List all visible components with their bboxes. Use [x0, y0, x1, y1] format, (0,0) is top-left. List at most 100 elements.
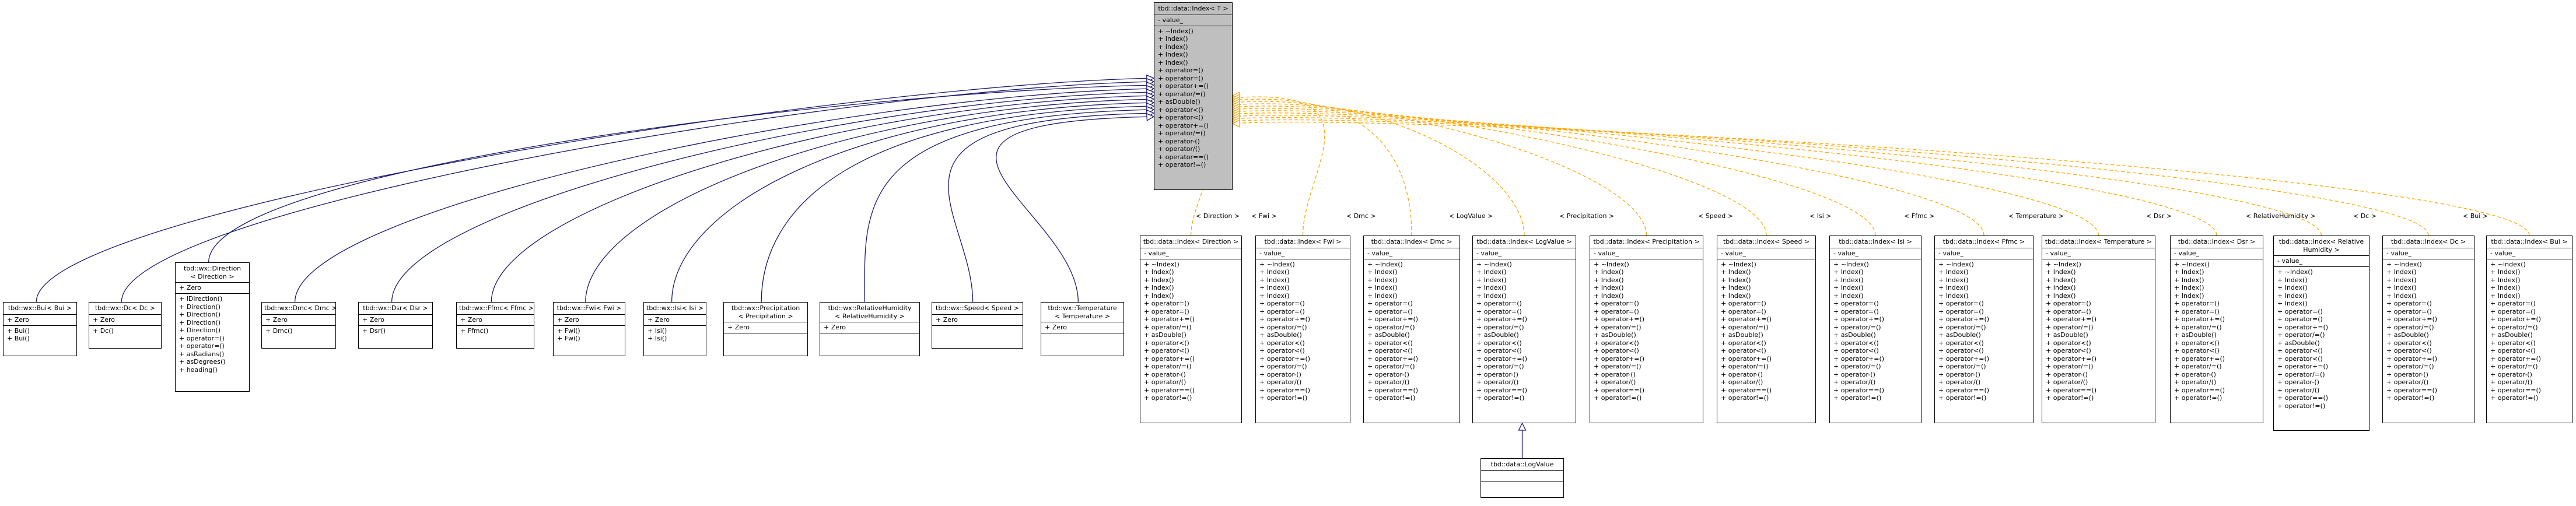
member-line: + Index(): [2046, 284, 2076, 291]
class-idx-ffmc[interactable]: tbd::data::Index< Ffmc >- value_+ ~Index…: [1934, 236, 2034, 423]
class-title: tbd::data::Index< Dsr >: [2171, 236, 2263, 248]
template-edge-idx-dmc: [1232, 99, 1412, 236]
member-line: + operator<(): [2174, 347, 2220, 354]
member-line: + operator=(): [1476, 307, 1522, 315]
member-line: + operator/=(): [1594, 363, 1642, 370]
template-label-idx-direction: < Direction >: [1196, 212, 1240, 220]
template-edge-idx-temp: [1232, 113, 2099, 236]
inherit-edge-speed: [948, 113, 1154, 303]
class-title: tbd::wx::Fwi< Fwi >: [554, 303, 625, 314]
class-idx-dc[interactable]: tbd::data::Index< Dc >- value_+ ~Index()…: [2382, 236, 2474, 423]
class-attributes: + Zero: [820, 322, 919, 333]
member-line: + operator!=(): [1367, 394, 1416, 402]
member-line: + operator=(): [1833, 300, 1879, 307]
base-class-index[interactable]: tbd::data::Index< T >- value_+ ~Index()+…: [1154, 2, 1233, 190]
member-line: + operator=(): [1367, 307, 1413, 315]
class-attributes: + Zero: [644, 314, 706, 325]
member-line: + operator!=(): [1259, 394, 1308, 402]
member-line: + operator==(): [1938, 386, 1990, 394]
member-line: + Direction(): [179, 318, 220, 326]
class-title: tbd::data::Index< Fwi >: [1256, 236, 1350, 248]
member-line: + operator+=(): [1594, 354, 1645, 363]
class-idx-dsr[interactable]: tbd::data::Index< Dsr >- value_+ ~Index(…: [2170, 236, 2263, 423]
member-line: + operator=(): [2046, 307, 2091, 315]
class-idx-fwi[interactable]: tbd::data::Index< Fwi >- value_+ ~Index(…: [1255, 236, 1350, 423]
member-line: + operator==(): [1721, 386, 1772, 394]
member-line: + Index(): [1367, 276, 1398, 284]
inherit-edge-isi: [671, 102, 1154, 303]
class-attributes: + Zero: [554, 314, 625, 325]
member-line: + operator/=(): [1367, 323, 1415, 331]
member-line: + operator=(): [1833, 307, 1879, 315]
member-line: + operator<(): [1367, 339, 1413, 347]
class-idx-temp[interactable]: tbd::data::Index< Temperature >- value_+…: [2042, 236, 2155, 423]
class-dc[interactable]: tbd::wx::Dc< Dc >+ Zero+ Dc(): [89, 302, 162, 349]
class-title: tbd::data::Index< Ffmc >: [1935, 236, 2033, 248]
member-line: tbd::wx::Precipitation: [731, 304, 800, 312]
member-line: + operator-(): [1594, 370, 1636, 378]
member-line: + operator==(): [2046, 386, 2097, 394]
class-idx-precip[interactable]: tbd::data::Index< Precipitation >- value…: [1590, 236, 1703, 423]
class-temp[interactable]: tbd::wx::Temperature< Temperature >+ Zer…: [1041, 302, 1124, 356]
member-line: tbd::data::Index< LogValue >: [1476, 238, 1572, 245]
class-idx-logvalue[interactable]: tbd::data::Index< LogValue >- value_+ ~I…: [1472, 236, 1576, 423]
class-attributes: - value_: [2487, 247, 2572, 259]
member-line: + IDirection(): [179, 295, 223, 303]
member-line: tbd::data::Index< Speed >: [1723, 238, 1810, 245]
class-rh[interactable]: tbd::wx::RelativeHumidity< RelativeHumid…: [820, 302, 920, 356]
class-dsr[interactable]: tbd::wx::Dsr< Dsr >+ Zero+ Dsr(): [358, 302, 433, 349]
member-line: + Direction(): [179, 303, 220, 311]
member-line: + operator/=(): [1938, 323, 1986, 331]
member-line: + operator/=(): [1938, 363, 1986, 370]
class-ffmc[interactable]: tbd::wx::Ffmc< Ffmc >+ Zero+ Ffmc(): [456, 302, 534, 349]
member-line: + Index(): [1158, 35, 1188, 43]
member-line: + operator-(): [1259, 370, 1301, 378]
member-line: + Isi(): [648, 335, 667, 342]
class-speed[interactable]: tbd::wx::Speed< Speed >+ Zero: [932, 302, 1023, 349]
member-line: + operator-(): [1833, 370, 1875, 378]
class-bui[interactable]: tbd::wx::Bui< Bui >+ Zero+ Bui()+ Bui(): [3, 302, 77, 356]
inherit-arrowhead: [1518, 422, 1527, 431]
class-isi[interactable]: tbd::wx::Isi< Isi >+ Zero+ Isi()+ Isi(): [643, 302, 706, 356]
member-line: + Index(): [1594, 268, 1624, 276]
class-logvalue[interactable]: tbd::data::LogValue: [1480, 458, 1564, 498]
class-operations: + ~Index()+ Index()+ Index()+ Index()+ I…: [1935, 258, 2033, 403]
class-idx-dmc[interactable]: tbd::data::Index< Dmc >- value_+ ~Index(…: [1363, 236, 1460, 423]
class-operations: [932, 325, 1023, 336]
member-line: + Index(): [1594, 291, 1624, 300]
class-idx-speed[interactable]: tbd::data::Index< Speed >- value_+ ~Inde…: [1717, 236, 1816, 423]
member-line: + asDouble(): [1721, 331, 1763, 339]
member-line: + operator<(): [1367, 347, 1413, 354]
member-line: + operator/(): [2277, 386, 2320, 394]
class-precip[interactable]: tbd::wx::Precipitation< Precipitation >+…: [723, 302, 808, 356]
class-direction[interactable]: tbd::wx::Direction< Direction >+ Zero+ I…: [175, 262, 250, 392]
member-line: + Index(): [2490, 276, 2521, 284]
member-line: + Index(): [1833, 284, 1864, 291]
class-title: tbd::wx::Dsr< Dsr >: [359, 303, 432, 314]
class-idx-bui[interactable]: tbd::data::Index< Bui >- value_+ ~Index(…: [2486, 236, 2572, 423]
class-idx-isi[interactable]: tbd::data::Index< Isi >- value_+ ~Index(…: [1829, 236, 1922, 423]
template-label-idx-bui: < Bui >: [2463, 212, 2488, 220]
member-line: + Index(): [2386, 276, 2417, 284]
member-line: + operator=(): [1158, 74, 1203, 82]
member-line: + operator<(): [1594, 339, 1639, 347]
class-title: tbd::wx::Dmc< Dmc >: [262, 303, 337, 314]
class-dmc[interactable]: tbd::wx::Dmc< Dmc >+ Zero+ Dmc(): [261, 302, 337, 349]
member-line: + operator<(): [1833, 347, 1879, 354]
member-line: + Index(): [1594, 276, 1624, 284]
member-line: + operator=(): [2490, 307, 2536, 315]
member-line: tbd::wx::Bui< Bui >: [8, 304, 72, 312]
member-line: + Dsr(): [362, 326, 386, 335]
member-line: + Zero: [727, 324, 750, 331]
class-idx-direction[interactable]: tbd::data::Index< Direction >- value_+ ~…: [1140, 236, 1242, 423]
member-line: + operator=(): [2277, 315, 2323, 323]
member-line: + operator/=(): [2277, 370, 2325, 378]
member-line: + Zero: [557, 315, 580, 324]
class-operations: + ~Index()+ Index()+ Index()+ Index()+ I…: [1717, 258, 1815, 403]
member-line: + operator-(): [1938, 370, 1980, 378]
class-fwi[interactable]: tbd::wx::Fwi< Fwi >+ Zero+ Fwi()+ Fwi(): [553, 302, 625, 356]
class-attributes: - value_: [1590, 247, 1703, 259]
